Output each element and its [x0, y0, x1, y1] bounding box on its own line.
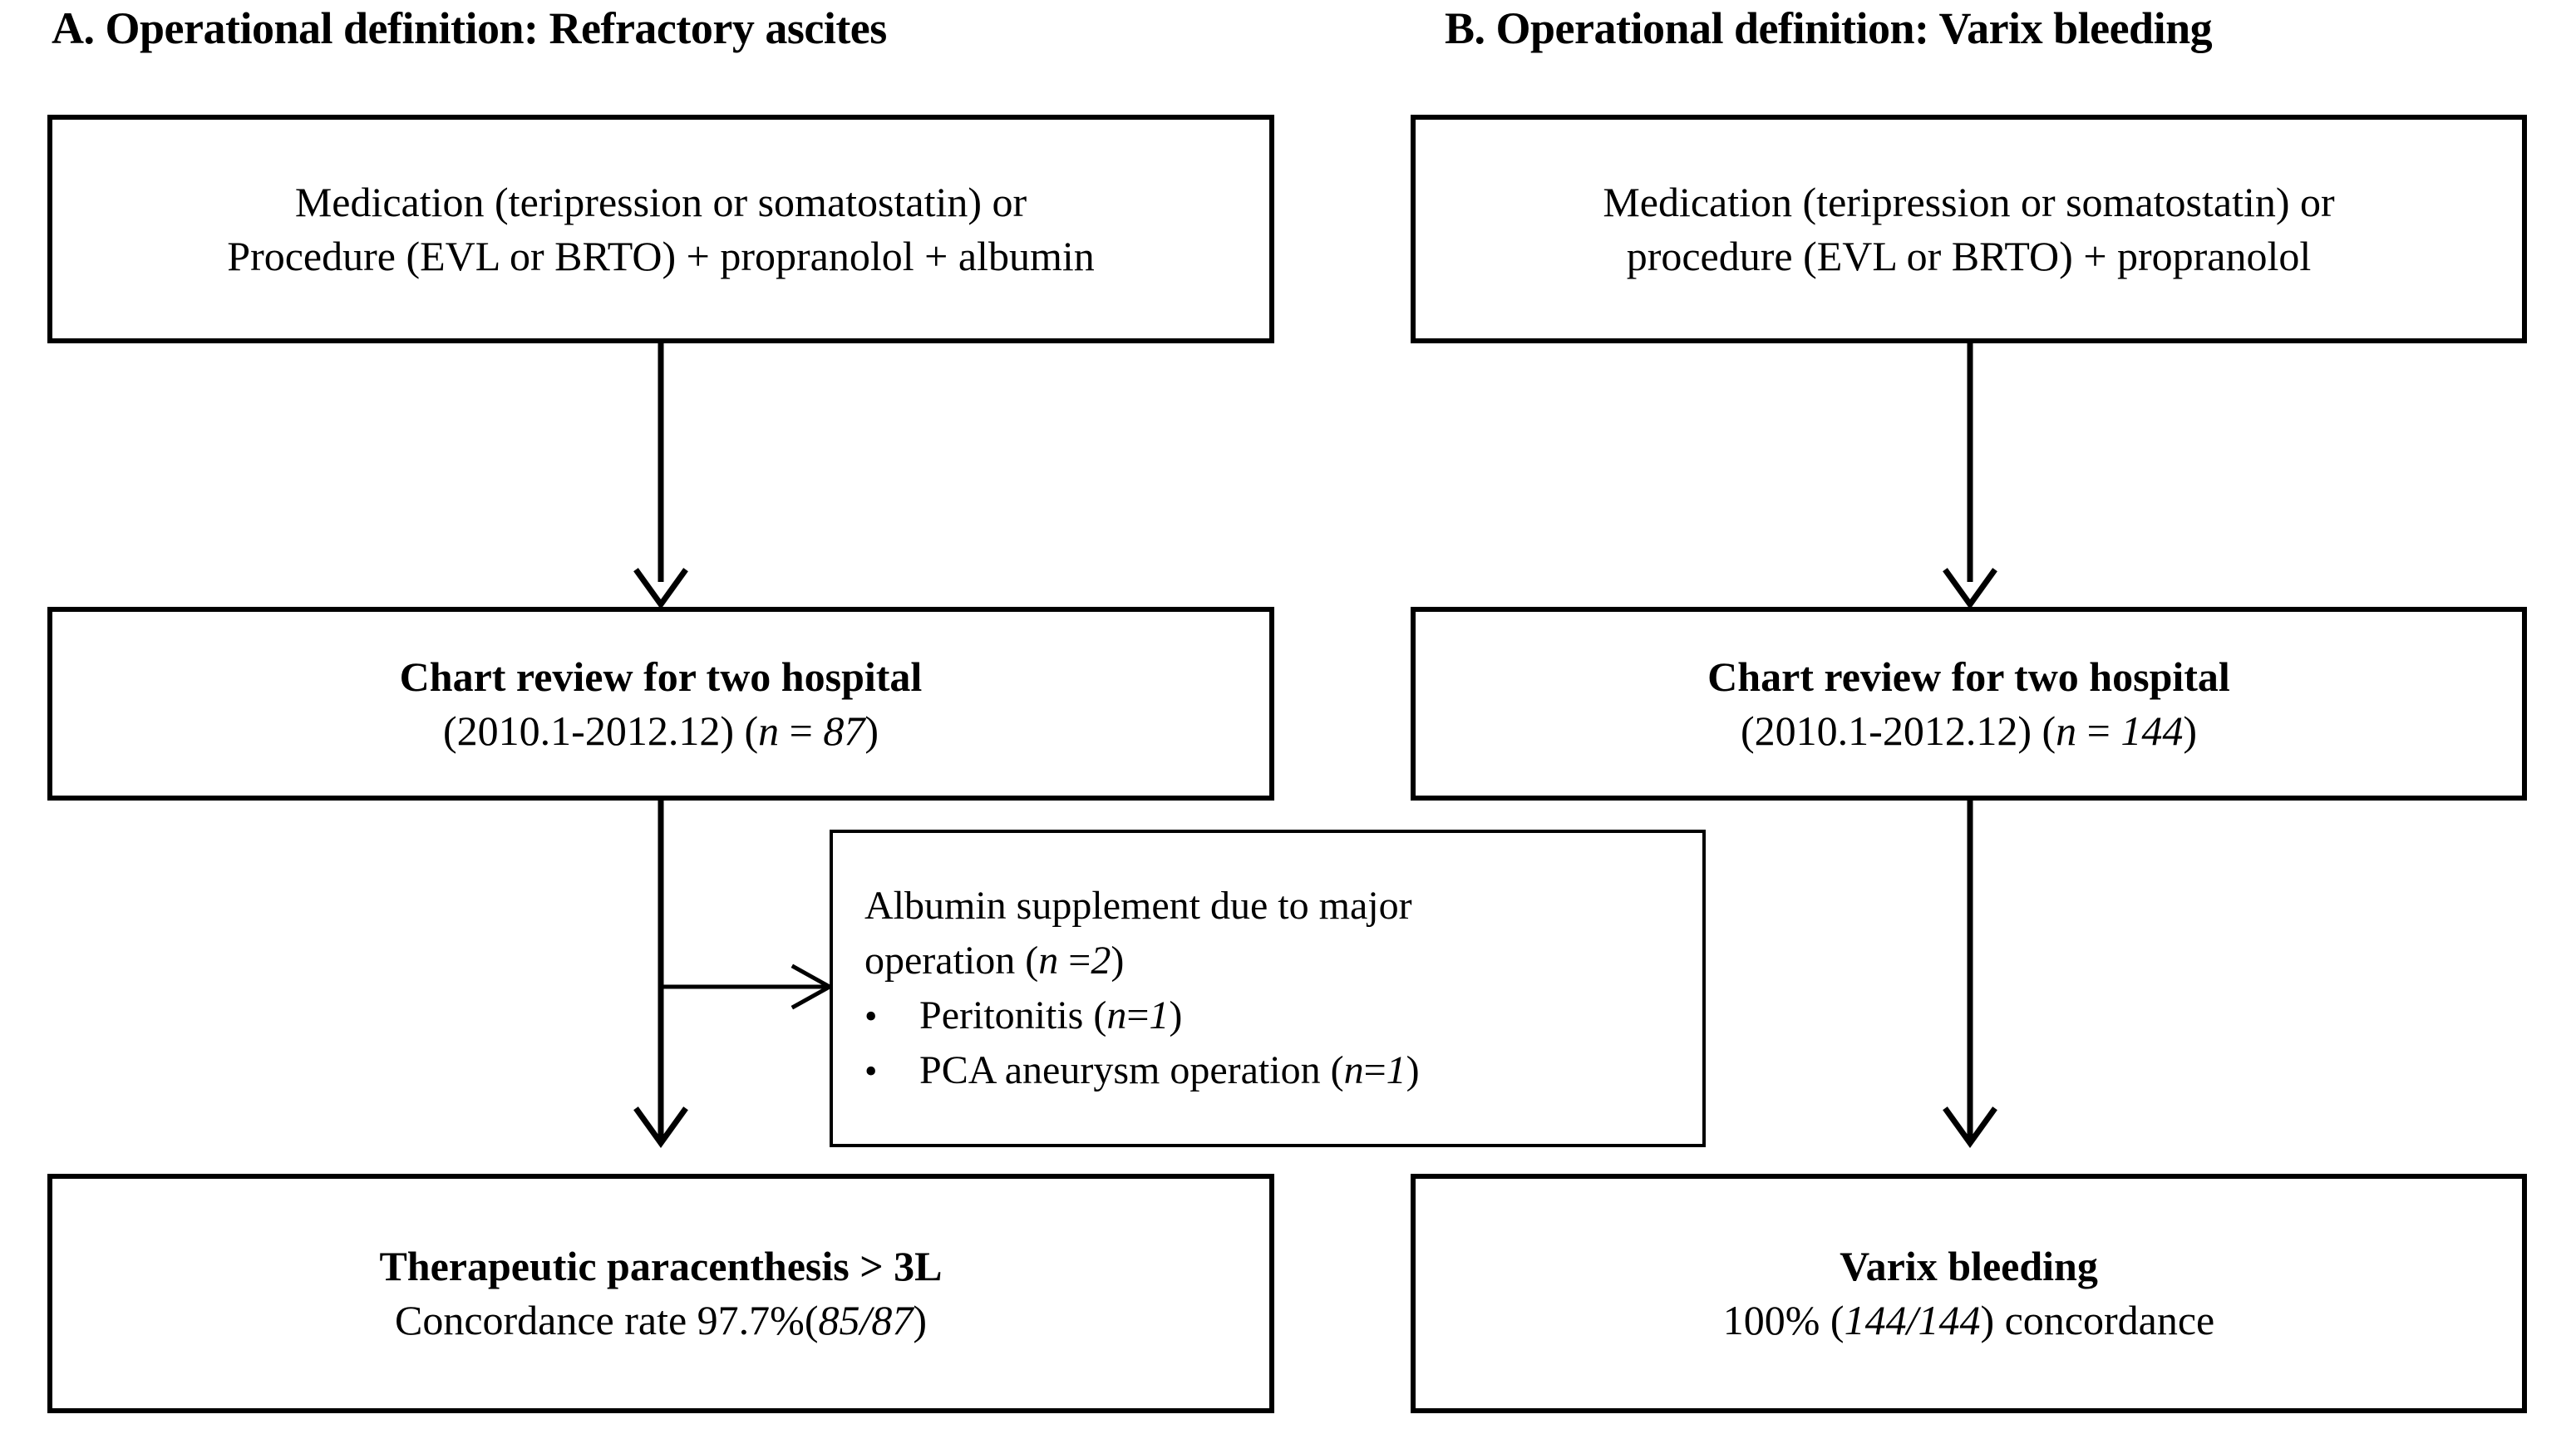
albumin-bullet-1-close-paren: ) [1169, 993, 1183, 1037]
albumin-bullet-1-text: Peritonitis ( [919, 993, 1107, 1037]
box-b-chart-review-equals: = [2076, 707, 2121, 754]
panel-a-title: A. Operational definition: Refractory as… [52, 3, 887, 53]
arrow-b1-to-b2-head [1943, 568, 1997, 610]
box-a-outcome-detail: Concordance rate 97.7%(85/87) [395, 1294, 927, 1348]
box-b-outcome-rate-prefix: 100% ( [1722, 1297, 1845, 1343]
albumin-bullet-1-n-value: 1 [1149, 993, 1170, 1037]
albumin-close-paren: ) [1111, 938, 1125, 983]
box-a-chart-review-equals: = [779, 707, 824, 754]
box-b-outcome: Varix bleeding 100% (144/144) concordanc… [1411, 1174, 2527, 1413]
box-b-outcome-fraction: 144/144 [1844, 1297, 1981, 1343]
box-b-definition-line-2: procedure (EVL or BRTO) + propranolol [1626, 232, 2312, 279]
bullet-dot-icon: • [864, 996, 878, 1037]
box-a-chart-review: Chart review for two hospital (2010.1-20… [47, 607, 1274, 801]
albumin-bullet-item-2: • PCA aneurysm operation (n = 1) [833, 1043, 1420, 1098]
albumin-bullet-2-close-paren: ) [1406, 1048, 1420, 1093]
box-a-outcome: Therapeutic paracenthesis > 3L Concordan… [47, 1174, 1274, 1413]
albumin-bullet-1-n-var: n [1106, 993, 1127, 1037]
box-a-chart-review-heading: Chart review for two hospital [399, 653, 923, 700]
box-b-outcome-suffix: ) concordance [1980, 1297, 2215, 1343]
box-a-outcome-fraction: 85/87 [818, 1297, 914, 1343]
albumin-operation-prefix: operation ( [864, 938, 1039, 983]
box-a-chart-review-detail: (2010.1-2012.12) (n = 87) [443, 704, 879, 758]
box-a-definition-line-2: Procedure (EVL or BRTO) + propranolol + … [227, 232, 1095, 279]
box-a-outcome-close-paren: ) [913, 1297, 928, 1343]
albumin-bullet-2-text: PCA aneurysm operation ( [919, 1048, 1344, 1093]
box-a-definition: Medication (teripression or somatostatin… [47, 115, 1274, 343]
box-b-chart-review-heading: Chart review for two hospital [1707, 653, 2230, 700]
box-b-outcome-heading: Varix bleeding [1840, 1243, 2098, 1289]
box-b-chart-review-n-var: n [2056, 707, 2077, 754]
box-b-chart-review: Chart review for two hospital (2010.1-20… [1411, 607, 2527, 801]
box-b-chart-review-close-paren: ) [2183, 707, 2197, 754]
albumin-bullet-2-n-value: 1 [1386, 1048, 1406, 1093]
box-b-chart-review-period: (2010.1-2012.12) ( [1741, 707, 2056, 754]
albumin-n-value: 2 [1091, 938, 1111, 983]
box-b-definition: Medication (teripression or somatostatin… [1411, 115, 2527, 343]
box-albumin-supplement: Albumin supplement due to major operatio… [830, 830, 1706, 1147]
box-a-chart-review-period: (2010.1-2012.12) ( [443, 707, 759, 754]
panel-b-title: B. Operational definition: Varix bleedin… [1445, 3, 2213, 53]
arrow-a2-to-a3-head [633, 1106, 688, 1149]
box-b-chart-review-detail: (2010.1-2012.12) (n = 144) [1741, 704, 2197, 758]
arrow-a1-to-a2-head [633, 568, 688, 610]
box-b-definition-line-1: Medication (teripression or somatostatin… [1603, 178, 2335, 225]
arrow-b2-to-b3-head [1943, 1106, 1997, 1149]
box-a-outcome-rate-prefix: Concordance rate 97.7%( [394, 1297, 819, 1343]
branch-to-exclusion-head [791, 963, 835, 1010]
albumin-equals: = [1058, 938, 1091, 983]
albumin-heading-line-2: operation (n =2) [833, 934, 1124, 988]
albumin-bullet-2-equals: = [1363, 1048, 1387, 1093]
box-a-outcome-heading: Therapeutic paracenthesis > 3L [379, 1243, 943, 1289]
albumin-n-var: n [1038, 938, 1059, 983]
box-a-chart-review-n-value: 87 [823, 707, 865, 754]
albumin-bullet-1-equals: = [1126, 993, 1150, 1037]
box-b-outcome-detail: 100% (144/144) concordance [1723, 1294, 2214, 1348]
albumin-bullet-item-1: • Peritonitis (n = 1) [833, 988, 1182, 1043]
box-a-definition-line-1: Medication (teripression or somatostatin… [294, 178, 1027, 225]
albumin-bullet-2-n-var: n [1343, 1048, 1364, 1093]
albumin-heading-line-1: Albumin supplement due to major [864, 883, 1412, 928]
box-a-chart-review-close-paren: ) [864, 707, 879, 754]
bullet-dot-icon: • [864, 1051, 878, 1092]
box-b-chart-review-n-value: 144 [2120, 707, 2184, 754]
box-a-chart-review-n-var: n [758, 707, 780, 754]
